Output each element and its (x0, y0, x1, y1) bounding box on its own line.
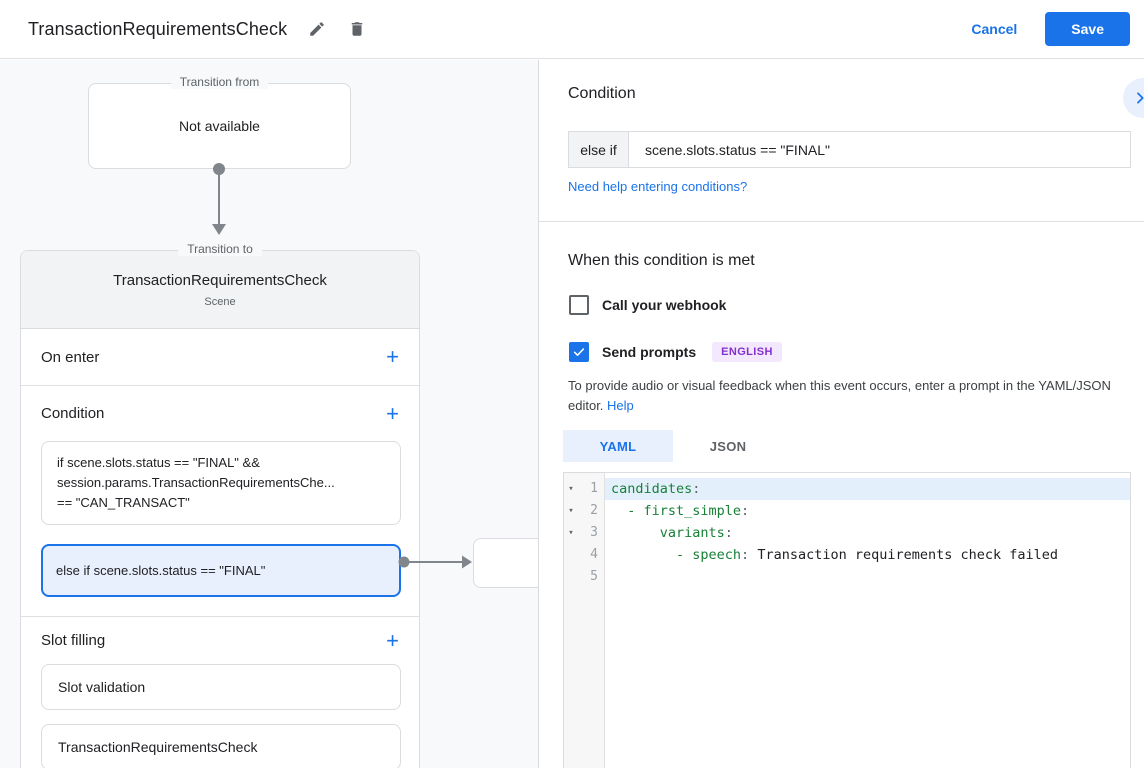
add-slot-button[interactable]: + (386, 627, 399, 653)
prompt-description-text: To provide audio or visual feedback when… (568, 378, 1111, 413)
code-line-2[interactable]: ▾2 - first_simple: (564, 500, 1130, 522)
slot-filling-section: Slot filling + Slot validation Transacti… (21, 617, 419, 768)
code-line-content[interactable]: candidates: (605, 478, 1130, 500)
webhook-label: Call your webhook (602, 297, 727, 313)
fold-toggle-icon[interactable]: ▾ (568, 528, 574, 538)
prompt-help-link[interactable]: Help (607, 398, 634, 413)
tab-yaml[interactable]: YAML (563, 430, 673, 462)
code-line-content[interactable]: - first_simple: (611, 503, 750, 519)
add-on-enter-button[interactable]: + (386, 344, 399, 369)
fold-toggle-icon[interactable]: ▾ (568, 484, 574, 494)
send-prompts-option-row: Send prompts ENGLISH (569, 342, 782, 362)
code-gutter-cell: 4 (564, 544, 605, 566)
line-number: 3 (590, 525, 598, 540)
slot-item-transaction-check[interactable]: TransactionRequirementsCheck (41, 724, 401, 768)
code-gutter-cell: 5 (564, 566, 605, 588)
on-enter-label: On enter (41, 348, 100, 366)
condition-item-elseif-selected[interactable]: else if scene.slots.status == "FINAL" (41, 544, 401, 597)
prompt-description: To provide audio or visual feedback when… (568, 376, 1134, 416)
code-gutter-cell: ▾2 (564, 500, 605, 522)
send-prompts-checkbox[interactable] (569, 342, 589, 362)
editor-gutter (564, 473, 605, 768)
tab-json[interactable]: JSON (709, 438, 747, 454)
condition-expression-group: else if scene.slots.status == "FINAL" (568, 131, 1131, 168)
send-prompts-label: Send prompts (602, 344, 697, 360)
webhook-option-row: Call your webhook (569, 295, 726, 315)
collapse-panel-button[interactable] (1123, 78, 1144, 118)
save-button[interactable]: Save (1045, 12, 1130, 46)
language-badge: ENGLISH (712, 342, 782, 362)
scene-node-subtitle: Scene (204, 296, 236, 308)
checkmark-icon (573, 348, 585, 356)
code-gutter-cell: ▾3 (564, 522, 605, 544)
cancel-button[interactable]: Cancel (971, 21, 1018, 37)
chevron-right-icon (1137, 92, 1144, 104)
webhook-checkbox[interactable] (569, 295, 589, 315)
condition-item-if[interactable]: if scene.slots.status == "FINAL" && sess… (41, 441, 401, 525)
transition-to-legend: Transition to (178, 242, 262, 256)
when-condition-met-heading: When this condition is met (568, 252, 755, 269)
scene-node-header[interactable]: TransactionRequirementsCheck Scene (21, 251, 419, 329)
code-line-5[interactable]: 5 (564, 566, 1130, 588)
code-line-content[interactable] (605, 566, 1130, 588)
condition-detail-panel: Condition else if scene.slots.status == … (538, 60, 1144, 768)
slot-item-validation[interactable]: Slot validation (41, 664, 401, 710)
code-gutter-cell: ▾1 (564, 478, 605, 500)
line-number: 2 (590, 503, 598, 518)
scene-node-title: TransactionRequirementsCheck (113, 272, 327, 289)
conditions-help-link[interactable]: Need help entering conditions? (568, 179, 748, 194)
linked-scene-node-partial[interactable] (473, 538, 538, 588)
condition-label: Condition (41, 405, 105, 422)
code-line-3[interactable]: ▾3 variants: (564, 522, 1130, 544)
code-line-4[interactable]: 4 - speech: Transaction requirements che… (564, 544, 1130, 566)
condition-section: Condition + if scene.slots.status == "FI… (21, 386, 419, 617)
line-number: 1 (590, 481, 598, 496)
page-title: TransactionRequirementsCheck (28, 18, 288, 39)
scene-node-card: Transition to TransactionRequirementsChe… (20, 242, 420, 768)
transition-from-legend: Transition from (170, 75, 269, 89)
line-number: 4 (590, 547, 598, 562)
trash-icon[interactable] (347, 19, 367, 39)
flow-canvas: Transition from Not available Transition… (0, 60, 538, 768)
top-bar: TransactionRequirementsCheck Cancel Save (0, 0, 1144, 59)
add-condition-button[interactable]: + (386, 400, 399, 426)
line-number: 5 (590, 569, 598, 584)
condition-prefix-label: else if (569, 132, 629, 167)
edit-icon[interactable] (307, 19, 327, 39)
section-divider (539, 221, 1144, 222)
fold-toggle-icon[interactable]: ▾ (568, 506, 574, 516)
code-line-content[interactable]: - speech: Transaction requirements check… (611, 547, 1059, 563)
slot-filling-label: Slot filling (41, 632, 106, 649)
transition-from-node[interactable]: Transition from Not available (88, 75, 351, 169)
code-line-content[interactable]: variants: (611, 525, 733, 541)
condition-expression-input[interactable]: scene.slots.status == "FINAL" (645, 141, 831, 158)
editor-tabs: YAML JSON (563, 430, 783, 462)
panel-title: Condition (568, 85, 636, 102)
transition-from-content: Not available (179, 118, 260, 134)
on-enter-section: On enter + (21, 329, 419, 386)
